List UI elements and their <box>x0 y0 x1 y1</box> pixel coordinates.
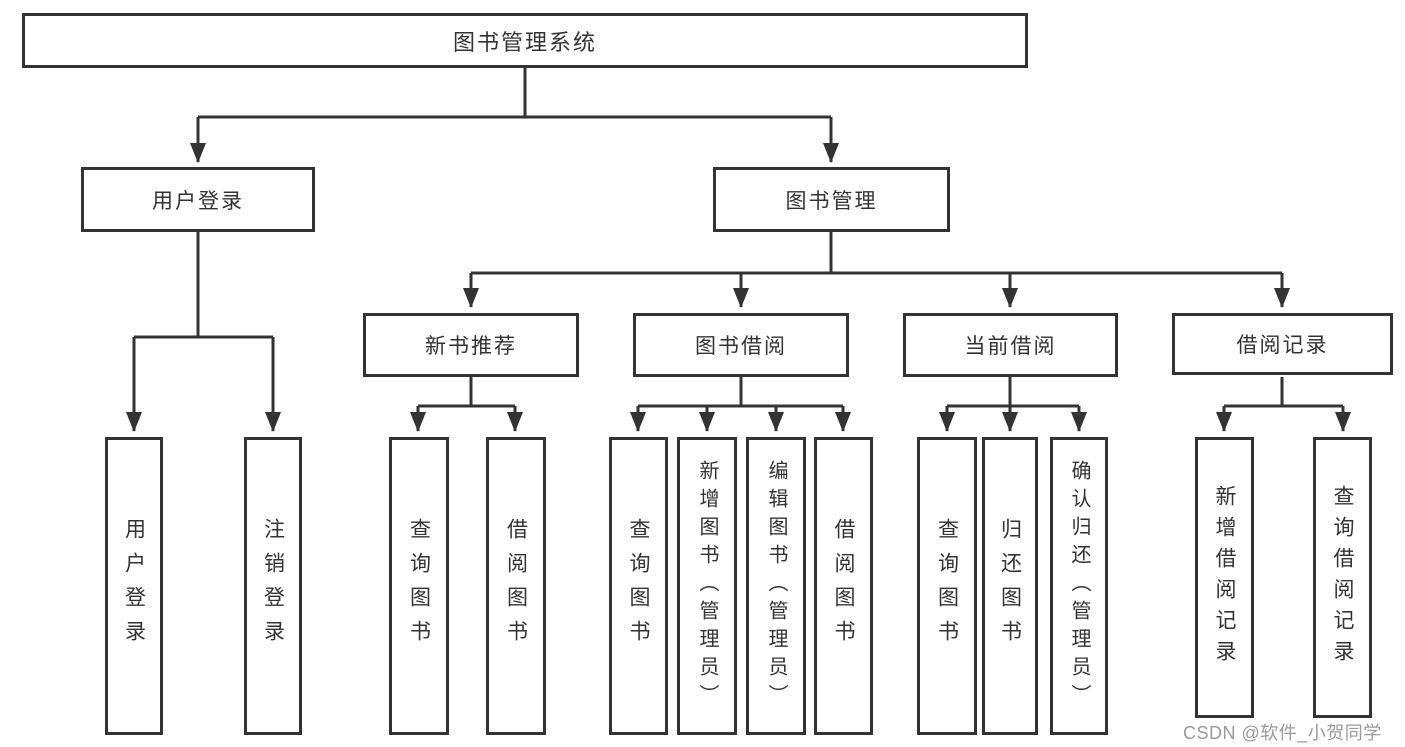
node-new-book-recommend: 新书推荐 <box>363 313 579 377</box>
leaf-query-books-recommend: 查询图书 <box>389 437 449 735</box>
watermark: CSDN @软件_小贺同学 <box>1183 723 1382 743</box>
leaf-edit-book-admin: 编辑图书（管理员） <box>746 437 806 735</box>
node-book-borrowing: 图书借阅 <box>633 313 849 377</box>
node-book-management: 图书管理 <box>713 167 950 232</box>
leaf-query-books-borrowing: 查询图书 <box>609 437 668 735</box>
node-user-login: 用户登录 <box>81 167 315 232</box>
leaf-logout-login: 注销登录 <box>244 437 302 735</box>
node-current-borrowing: 当前借阅 <box>903 313 1118 377</box>
node-borrowing-records: 借阅记录 <box>1172 313 1393 375</box>
leaf-query-borrow-record: 查询借阅记录 <box>1313 437 1372 718</box>
leaf-confirm-return-admin: 确认归还（管理员） <box>1050 437 1108 735</box>
leaf-borrow-books: 借阅图书 <box>814 437 873 735</box>
leaf-user-login: 用户登录 <box>105 437 163 735</box>
leaf-query-books-current: 查询图书 <box>917 437 977 735</box>
node-root: 图书管理系统 <box>22 13 1028 68</box>
leaf-borrow-books-recommend: 借阅图书 <box>486 437 546 735</box>
leaf-add-borrow-record: 新增借阅记录 <box>1195 437 1254 718</box>
leaf-add-book-admin: 新增图书（管理员） <box>677 437 737 735</box>
leaf-return-books: 归还图书 <box>982 437 1038 735</box>
